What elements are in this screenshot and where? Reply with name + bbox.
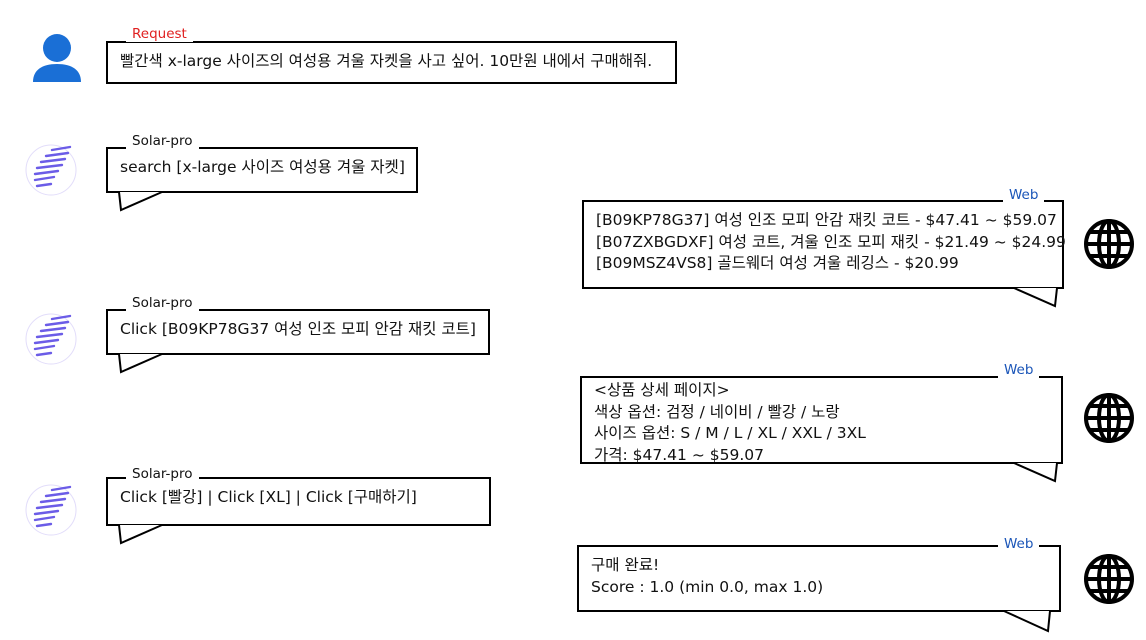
web-tail-3: [1003, 610, 1051, 633]
agent-text-3: Click [빨강] | Click [XL] | Click [구매하기]: [120, 488, 417, 506]
web-box-1: [B09KP78G37] 여성 인조 모피 안감 재킷 코트 - $47.41 …: [582, 200, 1066, 289]
web-label-2: Web: [998, 362, 1040, 378]
web-line: [B07ZXBGDXF] 여성 코트, 겨울 인조 모피 재킷 - $21.49…: [596, 232, 1066, 251]
web-line: 사이즈 옵션: S / M / L / XL / XXL / 3XL: [594, 424, 866, 442]
web-label-3: Web: [998, 536, 1040, 552]
solar-logo-icon: [25, 144, 77, 196]
agent-label-3: Solar-pro: [126, 466, 199, 482]
web-box-3: 구매 완료! Score : 1.0 (min 0.0, max 1.0): [577, 545, 1061, 612]
agent-tail-3: [118, 524, 163, 545]
web-line: [B09MSZ4VS8] 골드웨더 여성 겨울 레깅스 - $20.99: [596, 254, 959, 272]
agent-label-2: Solar-pro: [126, 295, 199, 311]
solar-logo-icon: [25, 484, 77, 536]
user-icon: [33, 34, 81, 82]
request-box: 빨간색 x-large 사이즈의 여성용 겨울 자켓을 사고 싶어. 10만원 …: [106, 41, 677, 84]
web-tail-1: [1013, 287, 1058, 308]
agent-label-1: Solar-pro: [126, 133, 199, 149]
agent-tail-2: [118, 353, 163, 374]
solar-logo-icon: [25, 313, 77, 365]
globe-icon: [1084, 219, 1134, 269]
agent-box-2: Click [B09KP78G37 여성 인조 모피 안감 재킷 코트]: [106, 309, 490, 355]
web-tail-2: [1013, 462, 1058, 483]
web-line: Score : 1.0 (min 0.0, max 1.0): [591, 577, 824, 596]
request-label: Request: [126, 26, 193, 42]
globe-icon: [1084, 393, 1134, 443]
web-line: 구매 완료!: [591, 556, 660, 574]
web-line: [B09KP78G37] 여성 인조 모피 안감 재킷 코트 - $47.41 …: [596, 211, 1057, 229]
globe-icon: [1084, 554, 1134, 604]
web-box-2: <상품 상세 페이지> 색상 옵션: 검정 / 네이비 / 빨강 / 노랑 사이…: [580, 376, 1063, 464]
web-line: <상품 상세 페이지>: [594, 381, 730, 399]
web-line: 가격: $47.41 ~ $59.07: [594, 445, 764, 464]
agent-text-2: Click [B09KP78G37 여성 인조 모피 안감 재킷 코트]: [120, 320, 476, 338]
agent-box-1: search [x-large 사이즈 여성용 겨울 자켓]: [106, 147, 418, 193]
agent-box-3: Click [빨강] | Click [XL] | Click [구매하기]: [106, 477, 491, 526]
request-text: 빨간색 x-large 사이즈의 여성용 겨울 자켓을 사고 싶어. 10만원 …: [120, 52, 653, 70]
agent-text-1: search [x-large 사이즈 여성용 겨울 자켓]: [120, 158, 405, 176]
web-line: 색상 옵션: 검정 / 네이비 / 빨강 / 노랑: [594, 402, 840, 421]
web-label-1: Web: [1003, 187, 1045, 203]
agent-tail-1: [118, 191, 163, 212]
